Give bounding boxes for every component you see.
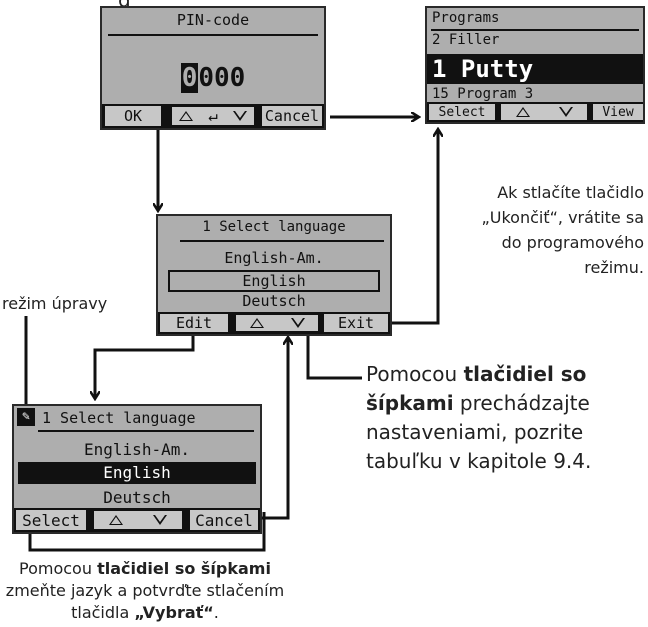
language-arrow-keys[interactable]: [236, 315, 318, 331]
arrow-note-bold: šípkami: [366, 391, 454, 415]
program-item-prev[interactable]: 2 Filler: [432, 32, 500, 48]
up-arrow-icon[interactable]: [515, 107, 530, 117]
programs-screen: Programs 2 Filler 1 Putty 15 Program 3 S…: [425, 6, 645, 124]
arrow-note-line-4: tabuľku v kapitole 9.4.: [366, 449, 592, 473]
enter-arrow-icon[interactable]: ↵: [208, 106, 218, 125]
arrow-edit-return: [28, 512, 266, 552]
arrow-note-bold: tlačidiel so: [463, 362, 587, 386]
ok-button[interactable]: OK: [105, 106, 161, 126]
bottom-note-bold: tlačidiel so šípkami: [97, 559, 271, 578]
exit-note-line: režimu.: [584, 258, 644, 277]
down-arrow-icon[interactable]: [153, 515, 167, 525]
bottom-note-line-2: zmeňte jazyk a potvrďte stlačením: [5, 581, 285, 600]
bottom-note: Pomocou tlačidiel so šípkami zmeňte jazy…: [0, 558, 290, 624]
bottom-note-text: .: [213, 603, 219, 622]
bottom-note-text: tlačidla: [71, 603, 135, 622]
arrow-language-to-programs: [392, 130, 438, 325]
bottom-note-bold: „Vybrať“: [134, 603, 214, 622]
programs-view-button[interactable]: View: [593, 104, 643, 120]
programs-arrow-keys[interactable]: [501, 104, 587, 120]
arrow-note-text: Pomocou: [366, 362, 464, 386]
edit-button[interactable]: Edit: [160, 314, 228, 332]
edit-arrow-keys[interactable]: [94, 511, 182, 529]
pin-title-rule: [108, 34, 318, 36]
pin-code-screen: PIN-code 0000 OK ↵ Cancel: [100, 6, 326, 130]
language-title-rule: [180, 240, 384, 242]
programs-title: Programs: [432, 10, 500, 26]
pin-title: PIN-code: [176, 11, 250, 29]
pin-softkey-bar: OK ↵ Cancel: [102, 104, 324, 128]
exit-note-line: „Ukončiť“, vrátite sa: [481, 208, 644, 227]
edit-mode-icon: ✎: [17, 408, 35, 426]
arrow-note-line-3: nastaveniami, pozrite: [366, 420, 584, 444]
language-option[interactable]: Deutsch: [242, 292, 306, 310]
down-arrow-icon[interactable]: [558, 107, 573, 117]
up-arrow-icon[interactable]: [179, 111, 194, 121]
bottom-note-text: Pomocou: [19, 559, 98, 578]
programs-select-button[interactable]: Select: [429, 104, 495, 120]
arrow-language-to-edit: [95, 335, 195, 398]
language-screen: 1 Select language English-Am. English De…: [156, 214, 392, 336]
edit-softkey-bar: Select Cancel: [14, 508, 260, 532]
programs-title-rule: [431, 29, 639, 31]
pin-remaining-digits: 000: [198, 63, 246, 93]
edit-language-option-selected[interactable]: English: [18, 462, 256, 484]
line-arrow-note: [306, 335, 362, 380]
bottom-note-line-1: Pomocou tlačidiel so šípkami: [0, 558, 290, 580]
edit-language-title: 1 Select language: [42, 409, 196, 427]
program-item-selected[interactable]: 1 Putty: [427, 54, 643, 84]
exit-button[interactable]: Exit: [324, 314, 388, 332]
edit-language-screen: ✎ 1 Select language English-Am. English …: [12, 404, 262, 534]
arrow-note-text: prechádzajte: [453, 391, 590, 415]
edit-language-option[interactable]: English-Am.: [84, 440, 190, 459]
arrow-edit-to-language: [260, 338, 288, 520]
up-arrow-icon[interactable]: [109, 515, 123, 525]
up-arrow-icon[interactable]: [249, 318, 264, 328]
pin-arrow-keys[interactable]: ↵: [172, 107, 254, 125]
edit-cancel-button[interactable]: Cancel: [190, 510, 258, 530]
language-softkey-bar: Edit Exit: [158, 312, 390, 334]
language-option-highlighted[interactable]: English: [168, 270, 380, 292]
down-arrow-icon[interactable]: [232, 111, 247, 121]
pin-cursor-digit: 0: [180, 63, 199, 93]
arrow-note-line-2: šípkami prechádzajte: [366, 389, 646, 418]
programs-softkey-bar: Select View: [427, 102, 643, 122]
pin-value: 0000: [102, 63, 324, 93]
program-item-next[interactable]: 15 Program 3: [432, 86, 534, 102]
edit-language-option[interactable]: Deutsch: [103, 488, 171, 507]
arrow-note-line-1: Pomocou tlačidiel so: [366, 360, 646, 389]
arrow-keys-note: Pomocou tlačidiel so šípkami prechádzajt…: [366, 360, 646, 476]
exit-note-line: Ak stlačíte tlačidlo: [497, 183, 644, 202]
down-arrow-icon[interactable]: [290, 318, 305, 328]
language-title: 1 Select language: [202, 219, 346, 235]
exit-note-line: do programového: [501, 233, 644, 252]
language-option[interactable]: English-Am.: [224, 249, 324, 267]
edit-mode-label: režim úpravy: [2, 294, 108, 313]
cancel-button[interactable]: Cancel: [262, 106, 322, 126]
bottom-note-line-3: tlačidla „Vybrať“.: [0, 602, 290, 624]
exit-note: Ak stlačíte tlačidlo „Ukončiť“, vrátite …: [448, 180, 644, 280]
select-button[interactable]: Select: [16, 510, 86, 530]
edit-title-rule: [38, 430, 254, 432]
